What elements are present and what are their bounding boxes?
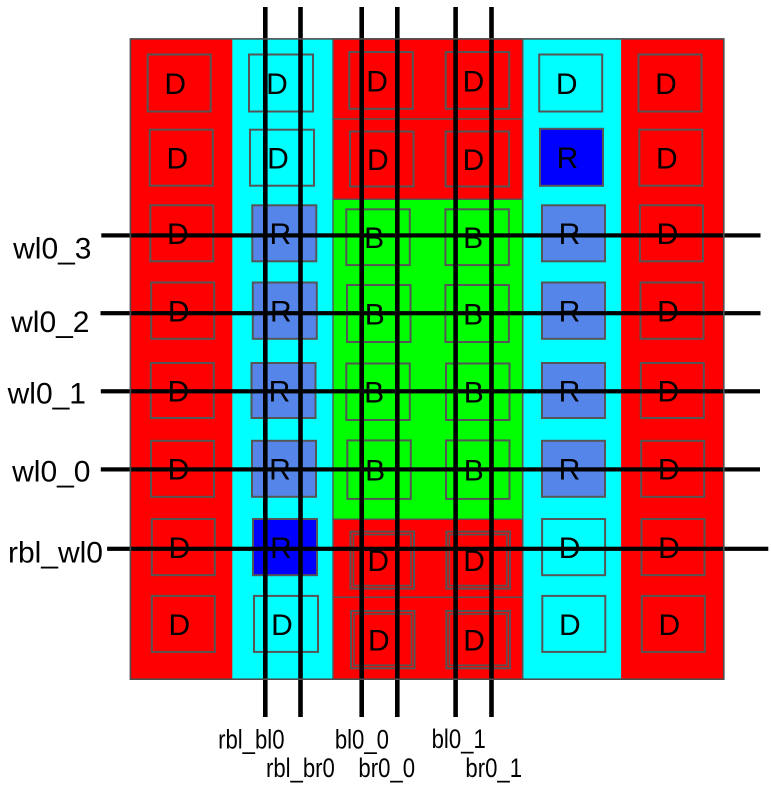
svg-text:D: D [463,625,485,658]
svg-text:wl0_0: wl0_0 [11,455,90,488]
svg-text:bl0_0: bl0_0 [335,725,389,755]
svg-text:D: D [656,143,678,176]
svg-text:D: D [271,609,293,642]
svg-text:D: D [556,68,578,101]
svg-text:D: D [366,65,388,98]
svg-text:D: D [267,143,289,176]
svg-text:D: D [368,625,390,658]
svg-text:D: D [164,68,186,101]
svg-text:D: D [463,545,485,578]
svg-text:B: B [463,222,483,255]
svg-text:D: D [367,144,389,177]
svg-text:rbl_br0: rbl_br0 [266,754,335,784]
svg-text:B: B [364,222,384,255]
svg-text:br0_0: br0_0 [358,754,415,784]
svg-text:R: R [557,142,579,175]
svg-text:D: D [655,68,677,101]
svg-text:br0_1: br0_1 [465,754,522,784]
svg-text:bl0_1: bl0_1 [432,725,486,755]
svg-text:wl0_2: wl0_2 [10,306,89,339]
svg-text:D: D [658,609,680,642]
svg-text:D: D [559,609,581,642]
svg-text:D: D [463,144,485,177]
svg-text:D: D [266,68,288,101]
svg-text:rbl_wl0: rbl_wl0 [8,537,103,570]
svg-text:D: D [168,609,190,642]
svg-text:wl0_3: wl0_3 [12,233,91,266]
svg-text:rbl_bl0: rbl_bl0 [218,725,284,755]
svg-text:D: D [166,143,188,176]
svg-text:wl0_1: wl0_1 [7,378,86,411]
svg-text:D: D [367,545,389,578]
svg-text:D: D [463,65,485,98]
